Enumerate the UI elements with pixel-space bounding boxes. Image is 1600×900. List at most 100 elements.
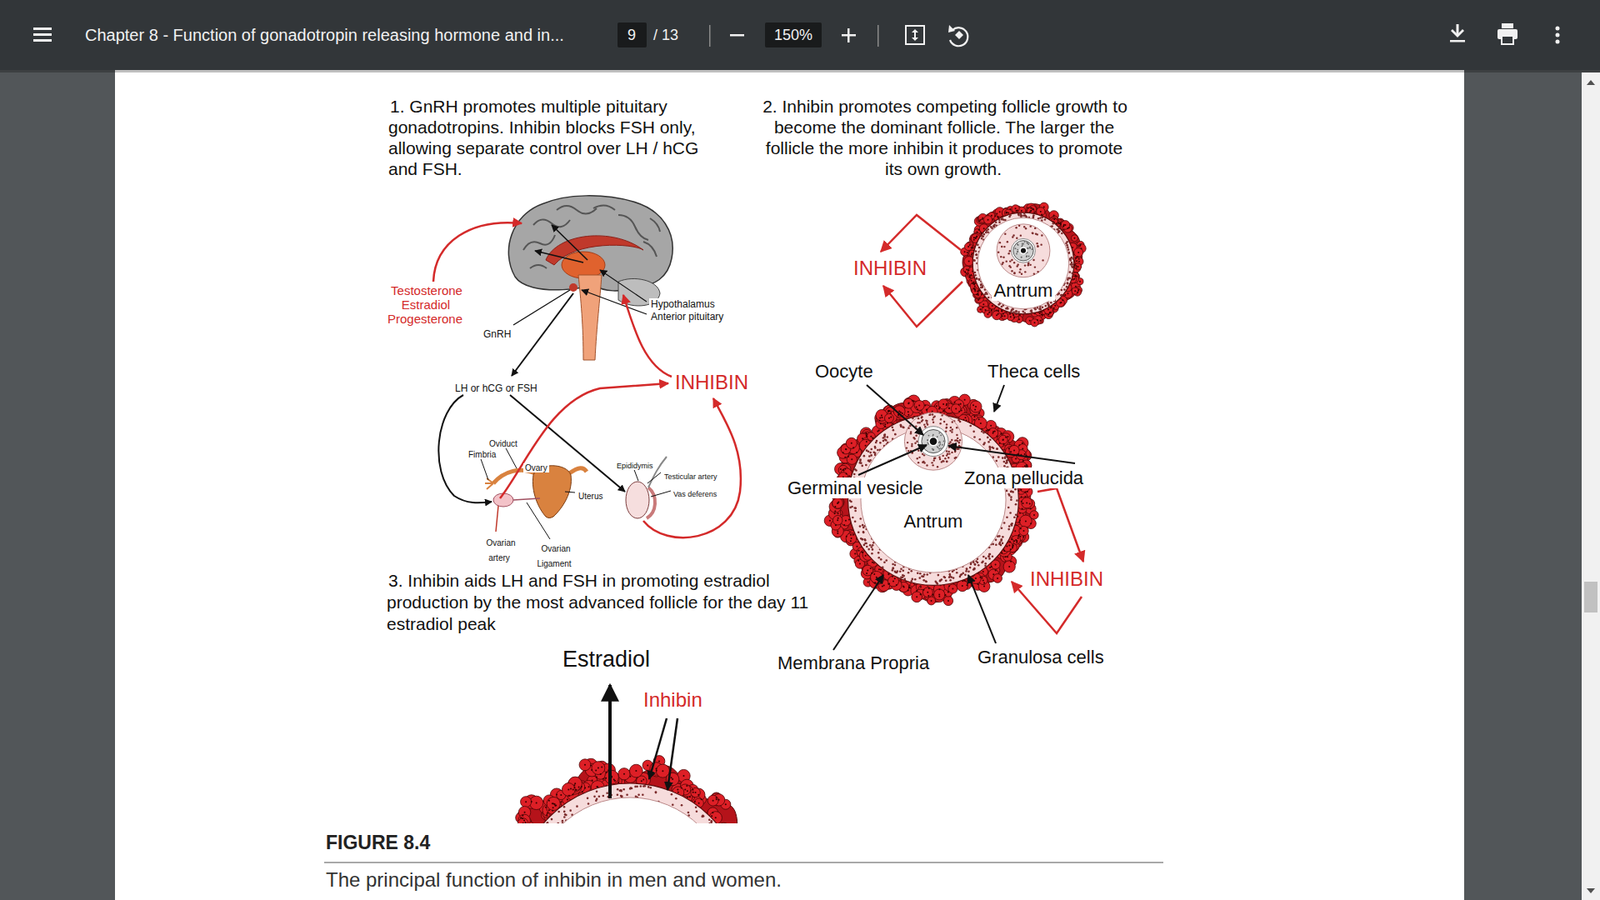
cell-nucleus (973, 236, 975, 239)
cell-nucleus (922, 589, 925, 591)
cell-nucleus (1022, 460, 1025, 462)
theca-cell (1074, 247, 1084, 257)
cell-nucleus (861, 551, 864, 554)
cumulus-cells (905, 413, 962, 468)
cumulus-cell (1034, 265, 1036, 268)
cumulus-cell (917, 430, 920, 433)
cell-nucleus (1009, 541, 1011, 544)
toolbar-icons (955, 30, 964, 40)
cell-nucleus (521, 817, 524, 820)
cumulus-cell (945, 454, 948, 456)
granulosa-cell (1010, 490, 1013, 494)
cell-nucleus (915, 595, 918, 598)
cumulus-cell (930, 461, 933, 464)
granulosa-cell (1066, 276, 1070, 280)
granulosa-cell (619, 789, 622, 792)
cell-nucleus (879, 417, 881, 420)
cell-nucleus (520, 816, 522, 819)
cell-nucleus (920, 585, 922, 588)
cell-nucleus (1001, 315, 1004, 317)
granulosa-cell (1012, 310, 1015, 314)
granulosa-cell (978, 278, 981, 281)
cell-nucleus (1033, 514, 1035, 516)
cell-nucleus (942, 410, 945, 412)
hormone-arrows (505, 446, 517, 469)
granulosa-cell (875, 441, 878, 445)
cumulus-cell (1015, 265, 1018, 267)
granulosa-cell (1037, 217, 1040, 220)
cell-nucleus (903, 586, 905, 589)
granulosa-cell (850, 500, 853, 504)
cell-nucleus (843, 524, 845, 526)
granulosa-cell (911, 578, 915, 581)
granulosa-cell (986, 228, 990, 231)
cumulus-cell (1036, 233, 1039, 235)
cell-nucleus (909, 587, 911, 590)
granulosa-cell (564, 813, 567, 816)
cumulus-cell (923, 454, 925, 456)
toolbar-icons (1501, 23, 1514, 29)
cell-nucleus (997, 313, 1000, 315)
cell-nucleus (850, 458, 853, 460)
cumulus-cell (1035, 242, 1038, 245)
granulosa-cell (985, 557, 988, 560)
cell-nucleus (1008, 544, 1010, 546)
cell-nucleus (968, 260, 970, 262)
cell-nucleus (974, 415, 976, 418)
granulosa-cell (862, 531, 865, 535)
granulosa-cell (902, 569, 905, 572)
granulosa-cell (975, 277, 979, 280)
granulosa-cell (886, 435, 890, 439)
cell-nucleus (845, 448, 847, 450)
cumulus-cell (906, 441, 909, 444)
granulosa-cell (655, 791, 658, 795)
cell-nucleus (725, 803, 727, 805)
granulosa-cell (907, 571, 910, 575)
granulosa-cell (901, 425, 905, 429)
toolbar-icons (33, 33, 52, 36)
cell-nucleus (867, 581, 870, 584)
granulosa-cell (1041, 305, 1045, 309)
cell-nucleus (901, 412, 904, 415)
granulosa-cell (557, 810, 560, 814)
granulosa-cell (1009, 214, 1012, 217)
cell-nucleus (695, 791, 697, 794)
cell-nucleus (977, 299, 980, 301)
caption-rule (324, 861, 1164, 863)
granulosa-cell (989, 553, 992, 556)
cumulus-cell (1036, 245, 1039, 247)
cell-nucleus (958, 410, 960, 413)
cell-nucleus (970, 246, 973, 249)
cell-nucleus (1033, 321, 1035, 324)
cell-nucleus (834, 505, 836, 508)
granulosa-cell (972, 568, 975, 571)
cell-nucleus (574, 782, 576, 785)
theca-layer (962, 204, 1080, 324)
cumulus-cell (940, 418, 942, 420)
granulosa-cell (1070, 265, 1074, 268)
cell-nucleus (878, 568, 880, 570)
cell-nucleus (974, 408, 976, 410)
toolbar-icons (1555, 40, 1560, 45)
cell-nucleus (945, 594, 947, 596)
granulosa-cell (687, 811, 690, 815)
cell-nucleus (964, 270, 966, 273)
granulosa-cell (622, 788, 625, 791)
cell-nucleus (1073, 237, 1075, 240)
cell-nucleus (836, 502, 839, 505)
cell-nucleus (866, 570, 869, 572)
granulosa-cell (641, 793, 645, 796)
cell-nucleus (972, 404, 975, 406)
cell-nucleus (655, 770, 658, 772)
toolbar-icons (33, 23, 1560, 47)
cell-nucleus (948, 407, 950, 410)
theca-cell (832, 497, 845, 510)
toolbar-icons (33, 27, 52, 30)
cell-nucleus (855, 545, 858, 548)
granulosa-cell (1066, 245, 1070, 249)
cell-nucleus (685, 785, 688, 787)
cell-nucleus (1020, 210, 1023, 212)
theca-cells (824, 394, 1039, 606)
cell-nucleus (996, 577, 999, 580)
cell-nucleus (602, 778, 605, 780)
